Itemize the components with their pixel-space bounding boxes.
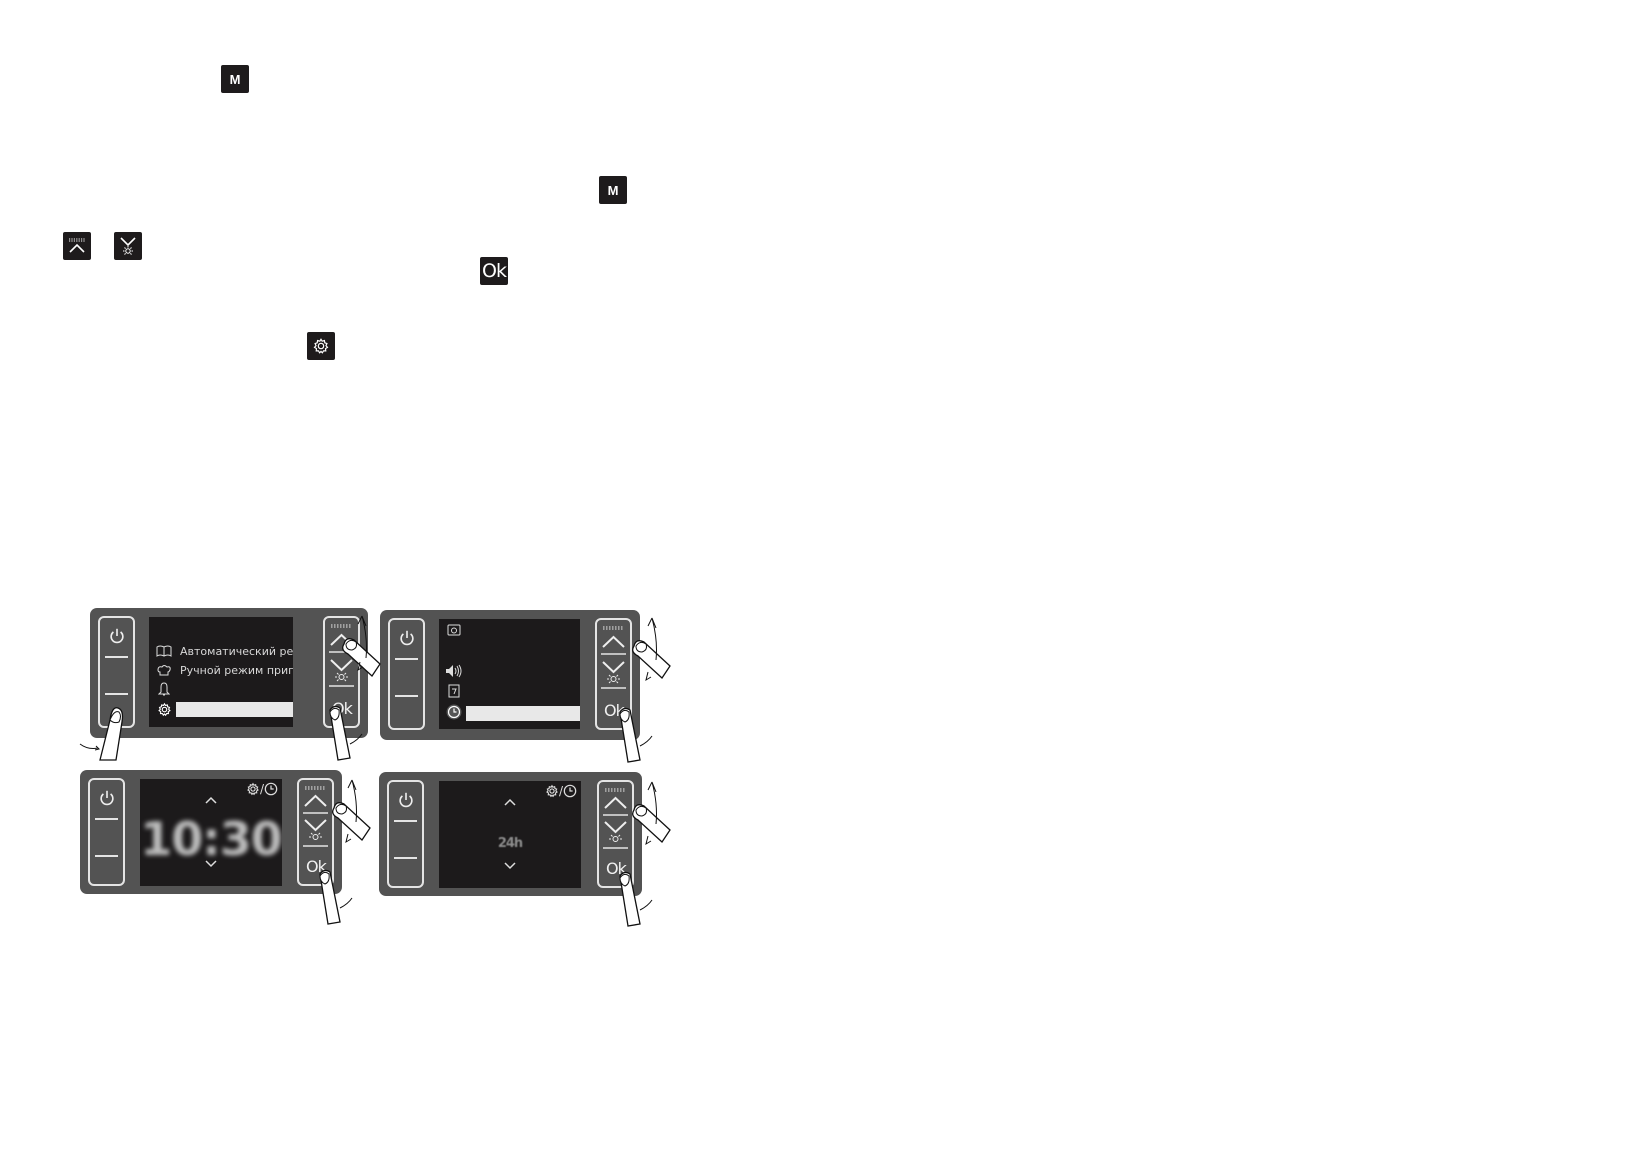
selection-highlight xyxy=(176,702,293,717)
up-button[interactable] xyxy=(602,626,625,648)
chevron-up-icon[interactable] xyxy=(503,798,517,807)
left-button-column xyxy=(388,618,425,730)
ok-key-icon: Ok xyxy=(480,257,508,285)
menu-item-manual[interactable]: Ручной режим пригот xyxy=(155,661,293,679)
menu-item-oven[interactable] xyxy=(445,621,463,639)
down-button[interactable] xyxy=(604,821,627,842)
ok-button[interactable]: Ok xyxy=(606,859,627,878)
power-icon[interactable] xyxy=(98,789,116,807)
chef-hat-icon xyxy=(155,661,173,679)
left-button-column xyxy=(88,778,125,886)
right-button-column: Ok xyxy=(597,780,634,888)
control-panel-format: / 24h Ok xyxy=(379,772,642,896)
control-panel-settings: Ok xyxy=(380,610,640,740)
chevron-down-icon[interactable] xyxy=(503,861,517,870)
button-divider xyxy=(105,656,128,658)
display-screen xyxy=(439,619,580,729)
gear-icon xyxy=(247,782,259,796)
settings-clock-header: / xyxy=(246,782,278,796)
power-icon[interactable] xyxy=(398,629,416,647)
gear-icon xyxy=(307,332,335,360)
display-screen: / 10:30 xyxy=(140,779,282,886)
button-divider xyxy=(394,857,417,859)
button-divider xyxy=(95,818,118,820)
power-icon[interactable] xyxy=(397,791,415,809)
ok-button[interactable]: Ok xyxy=(604,701,625,720)
ok-button[interactable]: Ok xyxy=(306,857,327,876)
clock-icon xyxy=(264,782,278,796)
button-divider xyxy=(105,693,128,695)
chevron-up-icon[interactable] xyxy=(204,796,218,805)
right-button-column: Ok xyxy=(595,618,632,730)
menu-item-settings[interactable] xyxy=(155,700,180,718)
right-button-column: Ok xyxy=(323,616,360,728)
speaker-icon xyxy=(445,662,463,680)
oven-icon xyxy=(445,621,463,639)
control-panel-time: / 10:30 Ok xyxy=(80,770,342,894)
button-divider xyxy=(395,658,418,660)
display-screen: Автоматический режи Ручной режим пригот xyxy=(149,617,293,727)
book-icon xyxy=(155,642,173,660)
clock-icon xyxy=(563,784,577,798)
left-button-column xyxy=(98,616,135,728)
gear-icon xyxy=(155,700,173,718)
up-button[interactable] xyxy=(604,788,627,809)
gear-icon xyxy=(546,784,558,798)
up-arrow-icon xyxy=(63,232,91,260)
menu-key-icon: M xyxy=(599,176,627,204)
down-arrow-light-icon xyxy=(114,232,142,260)
up-button[interactable] xyxy=(330,624,353,646)
menu-item-display[interactable] xyxy=(445,682,463,700)
button-divider xyxy=(395,695,418,697)
menu-key-icon: M xyxy=(221,65,249,93)
chevron-down-icon[interactable] xyxy=(204,859,218,868)
display-screen: / 24h xyxy=(439,781,581,888)
menu-item-sound[interactable] xyxy=(445,662,463,680)
ok-button[interactable]: Ok xyxy=(332,699,353,718)
note-icon xyxy=(445,682,463,700)
down-button[interactable] xyxy=(330,659,353,682)
settings-clock-header: / xyxy=(545,784,577,798)
left-button-column xyxy=(387,780,424,888)
time-value: 10:30 xyxy=(140,812,282,866)
time-format-value: 24h xyxy=(497,836,523,851)
down-button[interactable] xyxy=(304,819,327,840)
down-button[interactable] xyxy=(602,661,625,684)
bell-icon xyxy=(155,680,173,698)
selection-highlight xyxy=(466,706,580,721)
button-divider xyxy=(394,820,417,822)
menu-item-auto[interactable]: Автоматический режи xyxy=(155,642,293,660)
menu-item-clock[interactable] xyxy=(445,703,463,721)
right-button-column: Ok xyxy=(297,778,334,886)
menu-item-alarm[interactable] xyxy=(155,680,180,698)
up-button[interactable] xyxy=(304,786,327,807)
clock-icon xyxy=(445,703,463,721)
control-panel-menu: Автоматический режи Ручной режим пригот xyxy=(90,608,368,738)
power-icon[interactable] xyxy=(108,627,126,645)
button-divider xyxy=(95,855,118,857)
